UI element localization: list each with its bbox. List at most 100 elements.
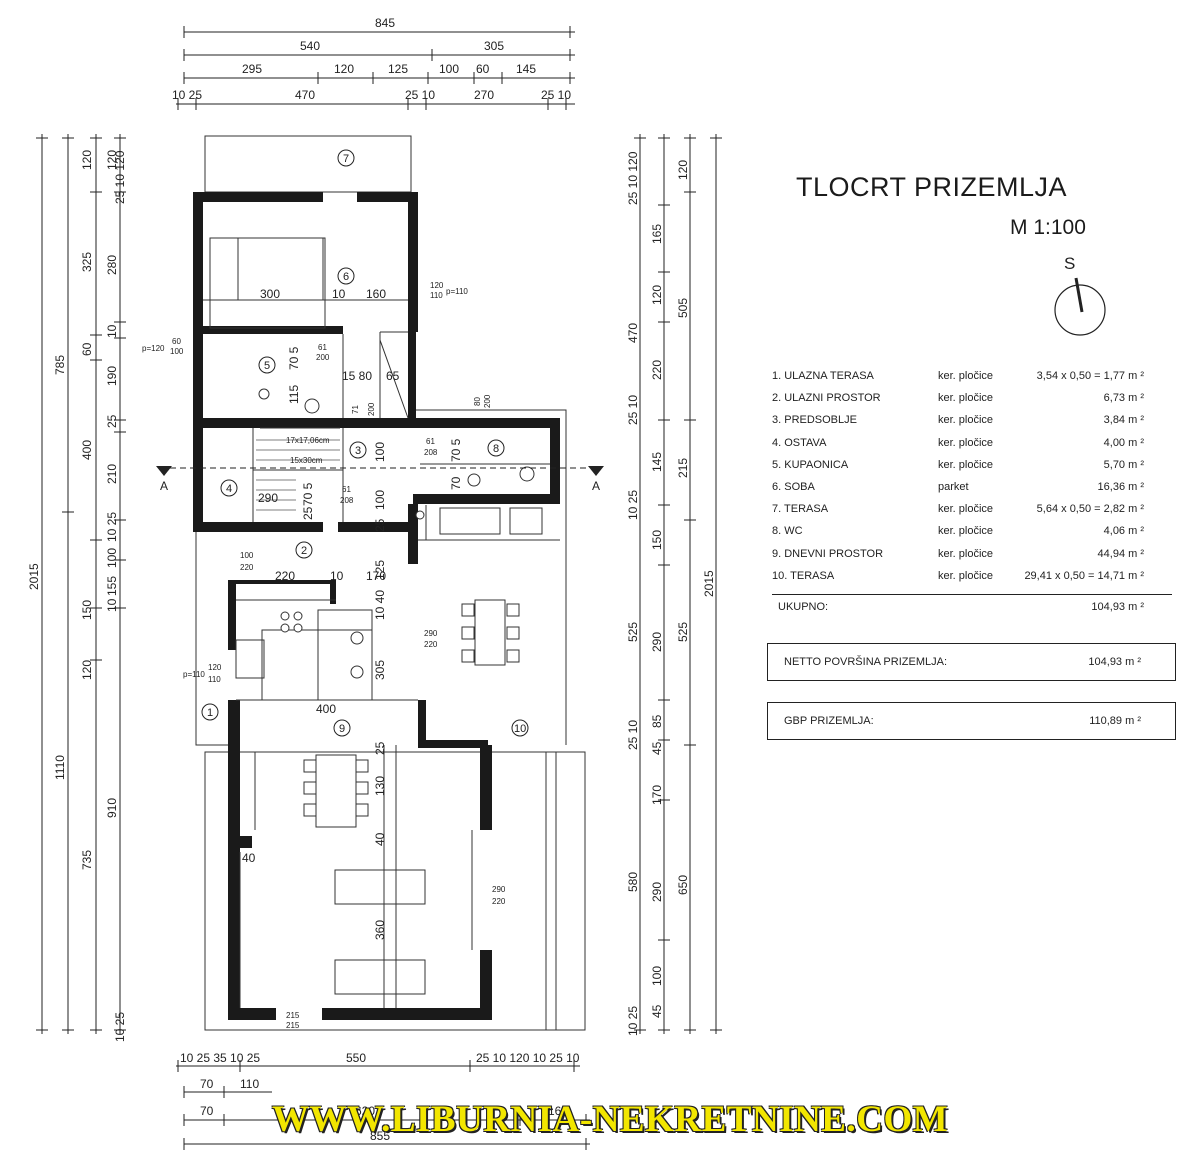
idim-160: 160 [366, 287, 386, 301]
legend-room-name: 1. ULAZNA TERASA [772, 370, 874, 382]
legend-room-material: parket [938, 480, 969, 493]
idim-80: 80 [473, 397, 482, 406]
idim-stair-2: 15x30cm [290, 456, 323, 465]
dim-left-735: 735 [80, 850, 94, 870]
room-number-4: 4 [226, 483, 232, 495]
dim-left-190: 190 [105, 366, 119, 386]
dim-top-295: 295 [242, 62, 262, 76]
room-number-8: 8 [493, 443, 499, 455]
dim-top-305: 305 [484, 39, 504, 53]
idim-220: 220 [240, 563, 254, 572]
dim-right-525b: 525 [676, 622, 690, 642]
gbp-area-box: GBP PRIZEMLJA: 110,89 m ² [767, 702, 1176, 740]
dim-bottom-left-small: 10 25 35 10 25 [180, 1051, 260, 1065]
dim-left-280: 280 [105, 255, 119, 275]
idim-220c: 220 [424, 640, 438, 649]
idim-65: 65 [386, 369, 400, 383]
dim-right-150: 150 [650, 530, 664, 550]
dim-left-25: 25 [105, 414, 119, 428]
room-number-5: 5 [264, 360, 270, 372]
idim-290c: 290 [492, 885, 506, 894]
dim-right-120: 120 [650, 285, 664, 305]
legend-room-name: 10. TERASA [772, 569, 835, 582]
dim-bottom-70a: 70 [200, 1077, 214, 1091]
dim-top-100: 100 [439, 62, 459, 76]
dim-bottom-620: 620 [355, 1104, 375, 1118]
legend-room-material: ker. pločice [938, 392, 994, 405]
idim-220b: 220 [275, 569, 295, 583]
idim-71: 71 [351, 405, 360, 414]
idim-120: 120 [430, 281, 444, 290]
dim-top-125: 125 [388, 62, 408, 76]
idim-40: 40 [373, 832, 387, 846]
idim-290: 290 [258, 491, 278, 505]
legend-room-name: 7. TERASA [772, 503, 829, 516]
dim-right-10-25a: 10 25 [626, 490, 640, 520]
idim-60: 60 [172, 337, 181, 346]
dim-right-10-25b: 10 25 [626, 1006, 640, 1036]
room-number-7: 7 [343, 153, 349, 165]
idim-200: 200 [316, 353, 330, 362]
dim-right-25-10-120: 25 10 120 [626, 151, 640, 205]
dim-left-1110: 1110 [53, 755, 67, 780]
dim-right-505: 505 [676, 298, 690, 318]
room-number-6: 6 [343, 271, 349, 283]
idim-110b: 110 [208, 675, 221, 684]
idim-61c: 61 [342, 485, 351, 494]
idim-25b: 25 [373, 518, 387, 532]
idim-208: 208 [424, 448, 438, 457]
legend-room-area: 5,64 x 0,50 = 2,82 m ² [1036, 503, 1144, 516]
netto-area-box: NETTO POVRŠINA PRIZEMLJA: 104,93 m ² [767, 643, 1176, 681]
right-dimension-chains [634, 134, 722, 1034]
legend-room-material: ker. pločice [938, 436, 994, 449]
legend-room-name: 4. OSTAVA [772, 436, 827, 449]
dim-top-120: 120 [334, 62, 354, 76]
dim-top-25-10b: 25 10 [541, 88, 571, 102]
idim-130: 130 [373, 776, 387, 796]
idim-115: 115 [287, 385, 301, 404]
idim-40b: 40 [242, 851, 256, 865]
legend-divider [772, 593, 1172, 595]
idim-70-5b: 70 5 [449, 438, 463, 462]
room-number-9: 9 [339, 723, 345, 735]
dim-right-100: 100 [650, 966, 664, 986]
legend-total-label: UKUPNO: [778, 600, 829, 613]
idim-61: 61 [318, 343, 327, 352]
idim-100b: 100 [373, 442, 387, 462]
dim-left-bottom-10-25: 10 25 [113, 1012, 127, 1042]
dim-right-165: 165 [650, 224, 664, 244]
dim-left-120: 120 [80, 150, 94, 170]
idim-15-80: 15 80 [342, 369, 372, 383]
dim-bottom-overall: 855 [370, 1129, 390, 1143]
dim-left-325: 325 [80, 252, 94, 272]
idim-208b: 208 [340, 496, 354, 505]
dim-top-overall: 845 [375, 16, 395, 30]
idim-360: 360 [373, 920, 387, 940]
legend-total-row: UKUPNO: 104,93 m ² [772, 595, 1172, 619]
dim-top-60: 60 [476, 62, 490, 76]
idim-10-40: 10 40 [373, 590, 387, 620]
dim-right-220: 220 [650, 360, 664, 380]
dim-right-c3-120: 120 [676, 160, 690, 180]
gbp-value: 110,89 m ² [1089, 715, 1141, 727]
idim-70-5: 70 5 [287, 346, 301, 370]
dim-bottom-110: 110 [240, 1077, 259, 1091]
dim-top-10-25: 10 25 [172, 88, 202, 102]
gbp-label: GBP PRIZEMLJA: [784, 715, 874, 727]
dim-bottom-right-small: 25 10 120 10 25 10 [476, 1051, 580, 1065]
dim-left-10-25: 10 25 [105, 512, 119, 542]
top-dimension-chains [176, 26, 575, 110]
netto-label: NETTO POVRŠINA PRIZEMLJA: [784, 656, 947, 668]
legend-room-area: 6,73 m ² [1103, 392, 1144, 405]
dim-left-910: 910 [105, 798, 119, 818]
dining-chairs [258, 388, 535, 817]
idim-100c: 100 [373, 490, 387, 510]
dim-top-540: 540 [300, 39, 320, 53]
idim-200b: 200 [367, 402, 376, 416]
idim-61b: 61 [426, 437, 435, 446]
